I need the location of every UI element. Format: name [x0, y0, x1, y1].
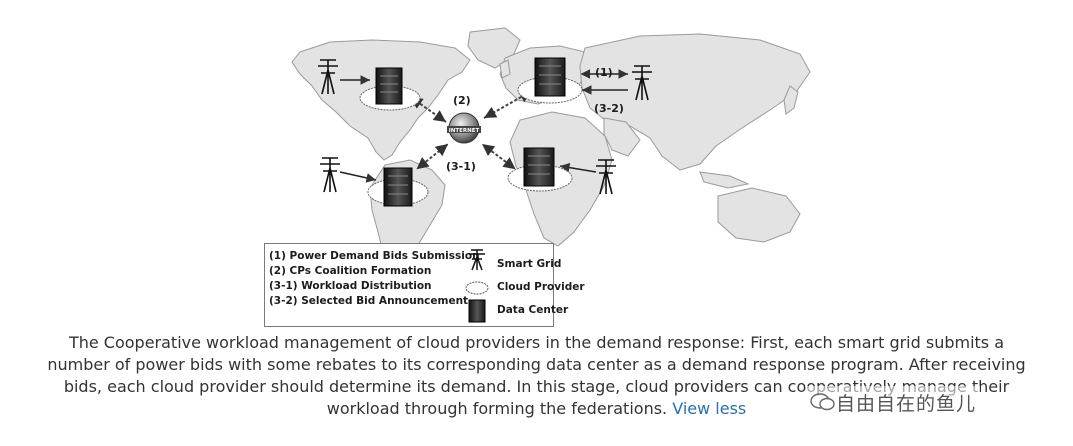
diagram-figure: INTERNET (2) (3-1) (1) (3-2) (1) Power D…: [264, 27, 811, 327]
pylon-icon: [632, 65, 652, 101]
legend-item: (1) Power Demand Bids Submission: [269, 250, 480, 262]
data-centers: [359, 57, 583, 207]
legend-key-data-center: Data Center: [497, 304, 569, 316]
step-label-3-2: (3-2): [594, 102, 624, 115]
arabia-shape: [603, 117, 641, 157]
indonesia-shape: [699, 171, 750, 189]
data-center-europe: [517, 57, 583, 104]
link-grid-sa: [339, 171, 377, 183]
step-label-2: (2): [453, 94, 471, 107]
internet-globe: INTERNET: [447, 112, 481, 144]
power-links: [339, 69, 628, 183]
caption-line-1: The Cooperative workload management of c…: [68, 333, 1005, 352]
watermark: 自由自在的鱼儿: [806, 386, 981, 418]
link-eu-internet: [483, 91, 532, 119]
pylon-icon: [320, 157, 340, 193]
legend-item: (3-2) Selected Bid Announcement: [269, 295, 469, 307]
legend-key-smart-grid: Smart Grid: [497, 258, 562, 270]
caption-line-2: number of power bids with some rebates t…: [47, 355, 1026, 374]
legend-icons: [465, 249, 489, 323]
link-grid-af: [559, 162, 597, 173]
view-less-link[interactable]: View less: [672, 399, 747, 418]
asia-shape: [579, 33, 811, 171]
legend-item: (3-1) Workload Distribution: [269, 280, 432, 292]
step-label-1: (1): [595, 66, 613, 79]
cloud-icon: [465, 281, 489, 295]
australia-shape: [717, 187, 801, 243]
legend-item: (2) CPs Coalition Formation: [269, 265, 432, 277]
data-center-africa: [507, 147, 573, 192]
japan-shape: [783, 85, 799, 115]
caption-line-4-text: workload through forming the federations…: [326, 399, 668, 418]
smart-grid-pylons: [318, 59, 652, 195]
legend-box: (1) Power Demand Bids Submission (2) CPs…: [264, 243, 585, 327]
server-rack-icon: [468, 299, 486, 323]
step-label-3-1: (3-1): [446, 160, 476, 173]
pylon-icon: [318, 59, 338, 95]
legend-key-cloud-provider: Cloud Provider: [497, 281, 585, 293]
link-sa-internet: [416, 143, 449, 170]
wechat-icon: [810, 393, 835, 411]
pylon-icon: [469, 249, 485, 271]
world-map-diagram: INTERNET: [291, 27, 811, 294]
caption-line-3: bids, each cloud provider should determi…: [63, 377, 1010, 396]
data-center-south-america: [367, 167, 429, 207]
link-af-internet: [481, 143, 516, 170]
uk-shape: [499, 59, 511, 79]
data-center-north-america: [359, 67, 421, 111]
caption-line-4: workload through forming the federations…: [0, 398, 1073, 420]
figure-caption: The Cooperative workload management of c…: [0, 332, 1073, 420]
internet-label: INTERNET: [449, 128, 480, 134]
watermark-text: 自由自在的鱼儿: [836, 392, 977, 415]
pylon-icon: [596, 159, 616, 195]
